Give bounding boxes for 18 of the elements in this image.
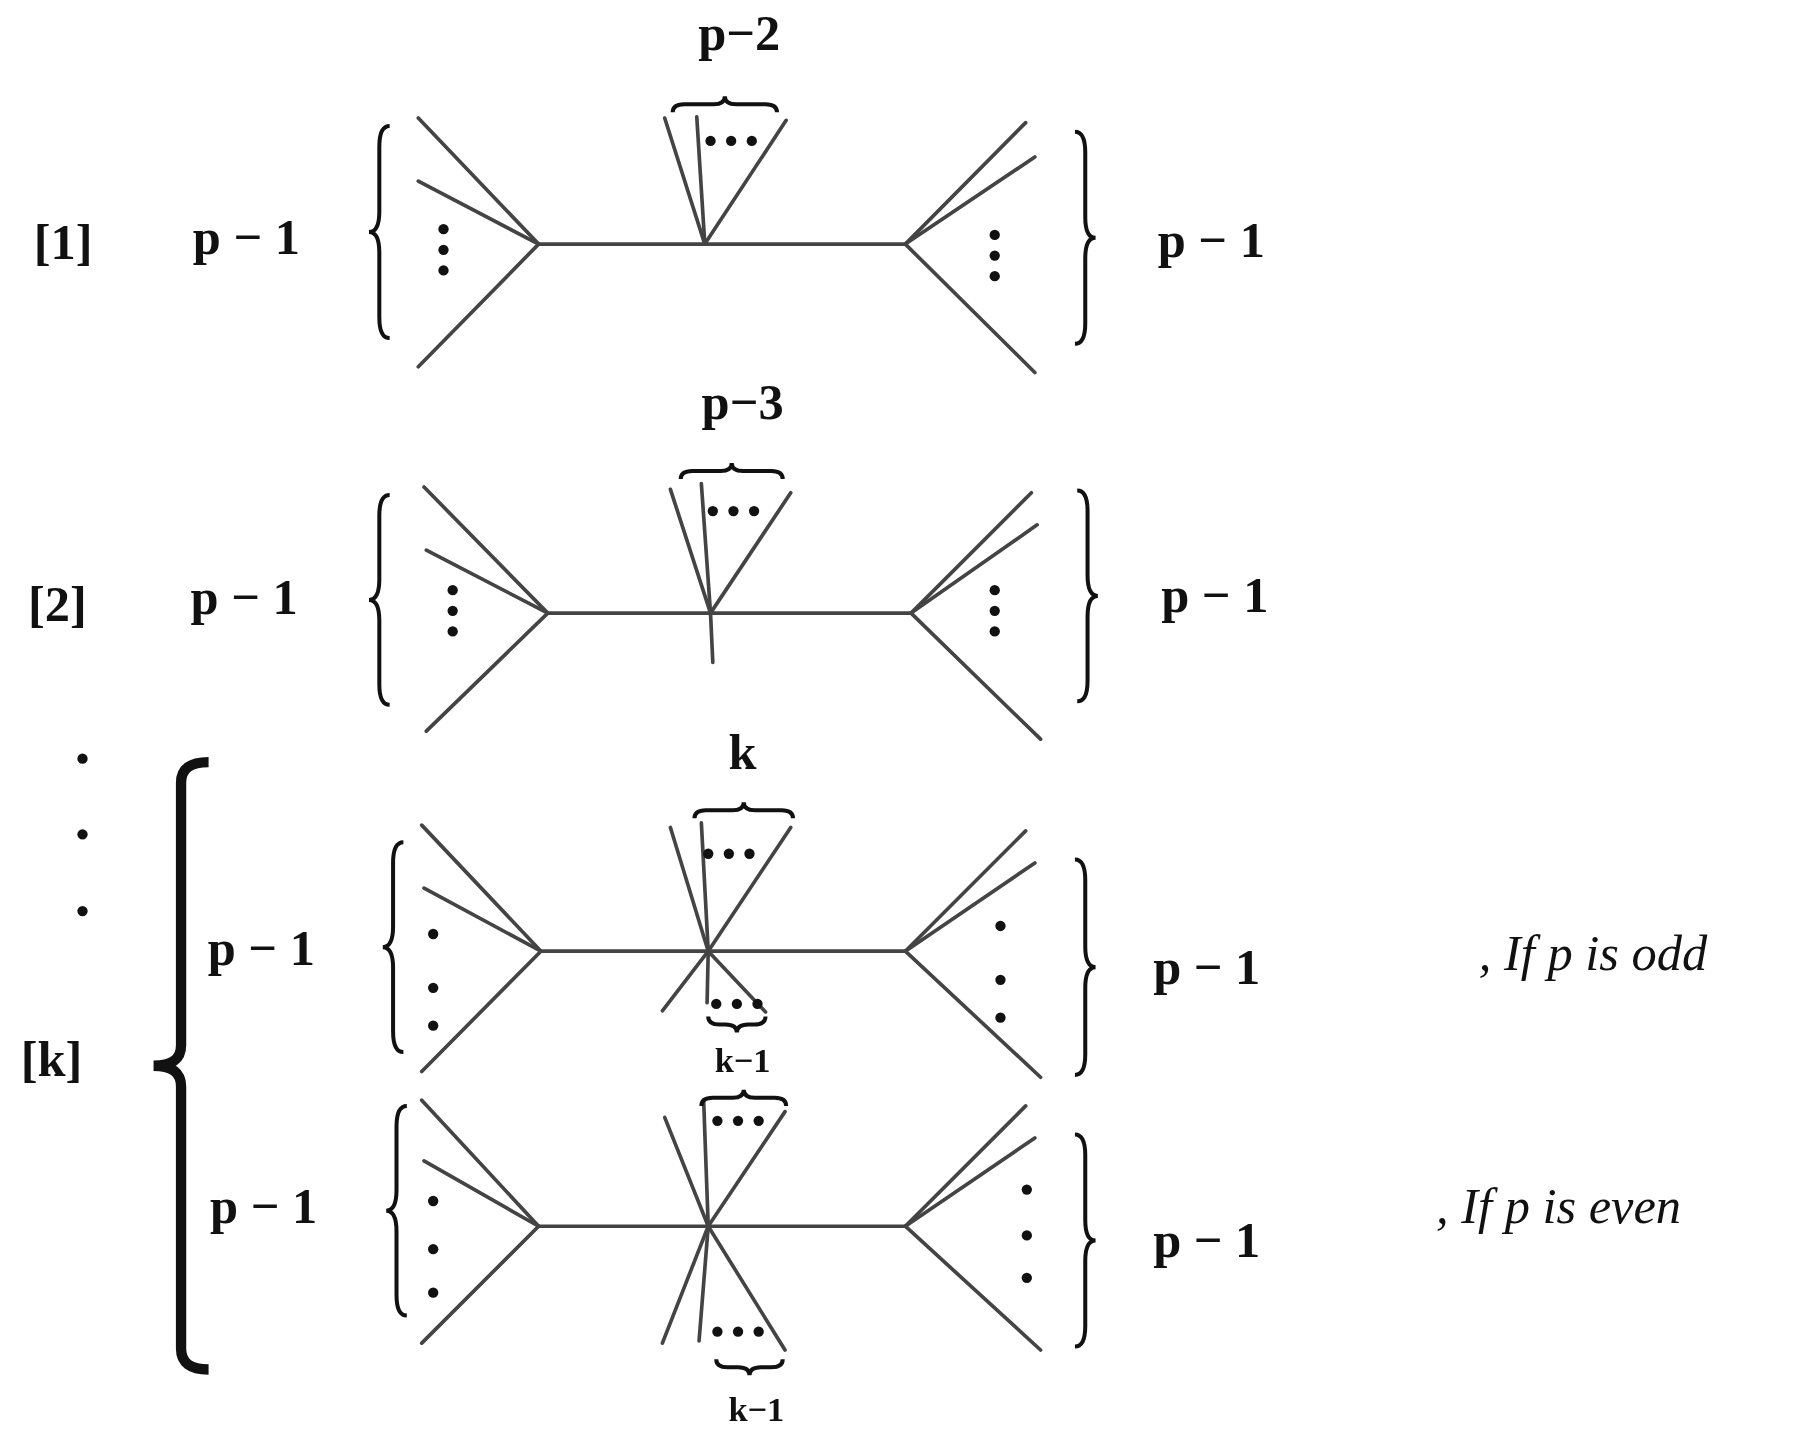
count-label: p − 1 [1157, 215, 1265, 266]
count-label: p − 1 [207, 923, 315, 975]
sum-label: p−3 [701, 378, 784, 429]
condition-text: , If p is odd [1478, 928, 1708, 979]
row-number: [2] [27, 579, 87, 631]
sum-label: k−1 [714, 1042, 771, 1078]
row-number: [1] [33, 217, 93, 269]
count-label: p − 1 [192, 213, 300, 264]
count-label: p − 1 [1153, 943, 1261, 994]
row-number: [k] [20, 1034, 83, 1086]
sum-label: k−1 [728, 1392, 785, 1427]
count-label: p − 1 [210, 1181, 318, 1232]
count-label: p − 1 [1153, 1215, 1261, 1267]
condition-text: , If p is even [1436, 1181, 1682, 1232]
count-label: p − 1 [1161, 570, 1269, 622]
sum-label: p−2 [698, 9, 781, 60]
sum-label: k [728, 727, 757, 779]
count-label: p − 1 [190, 573, 298, 624]
